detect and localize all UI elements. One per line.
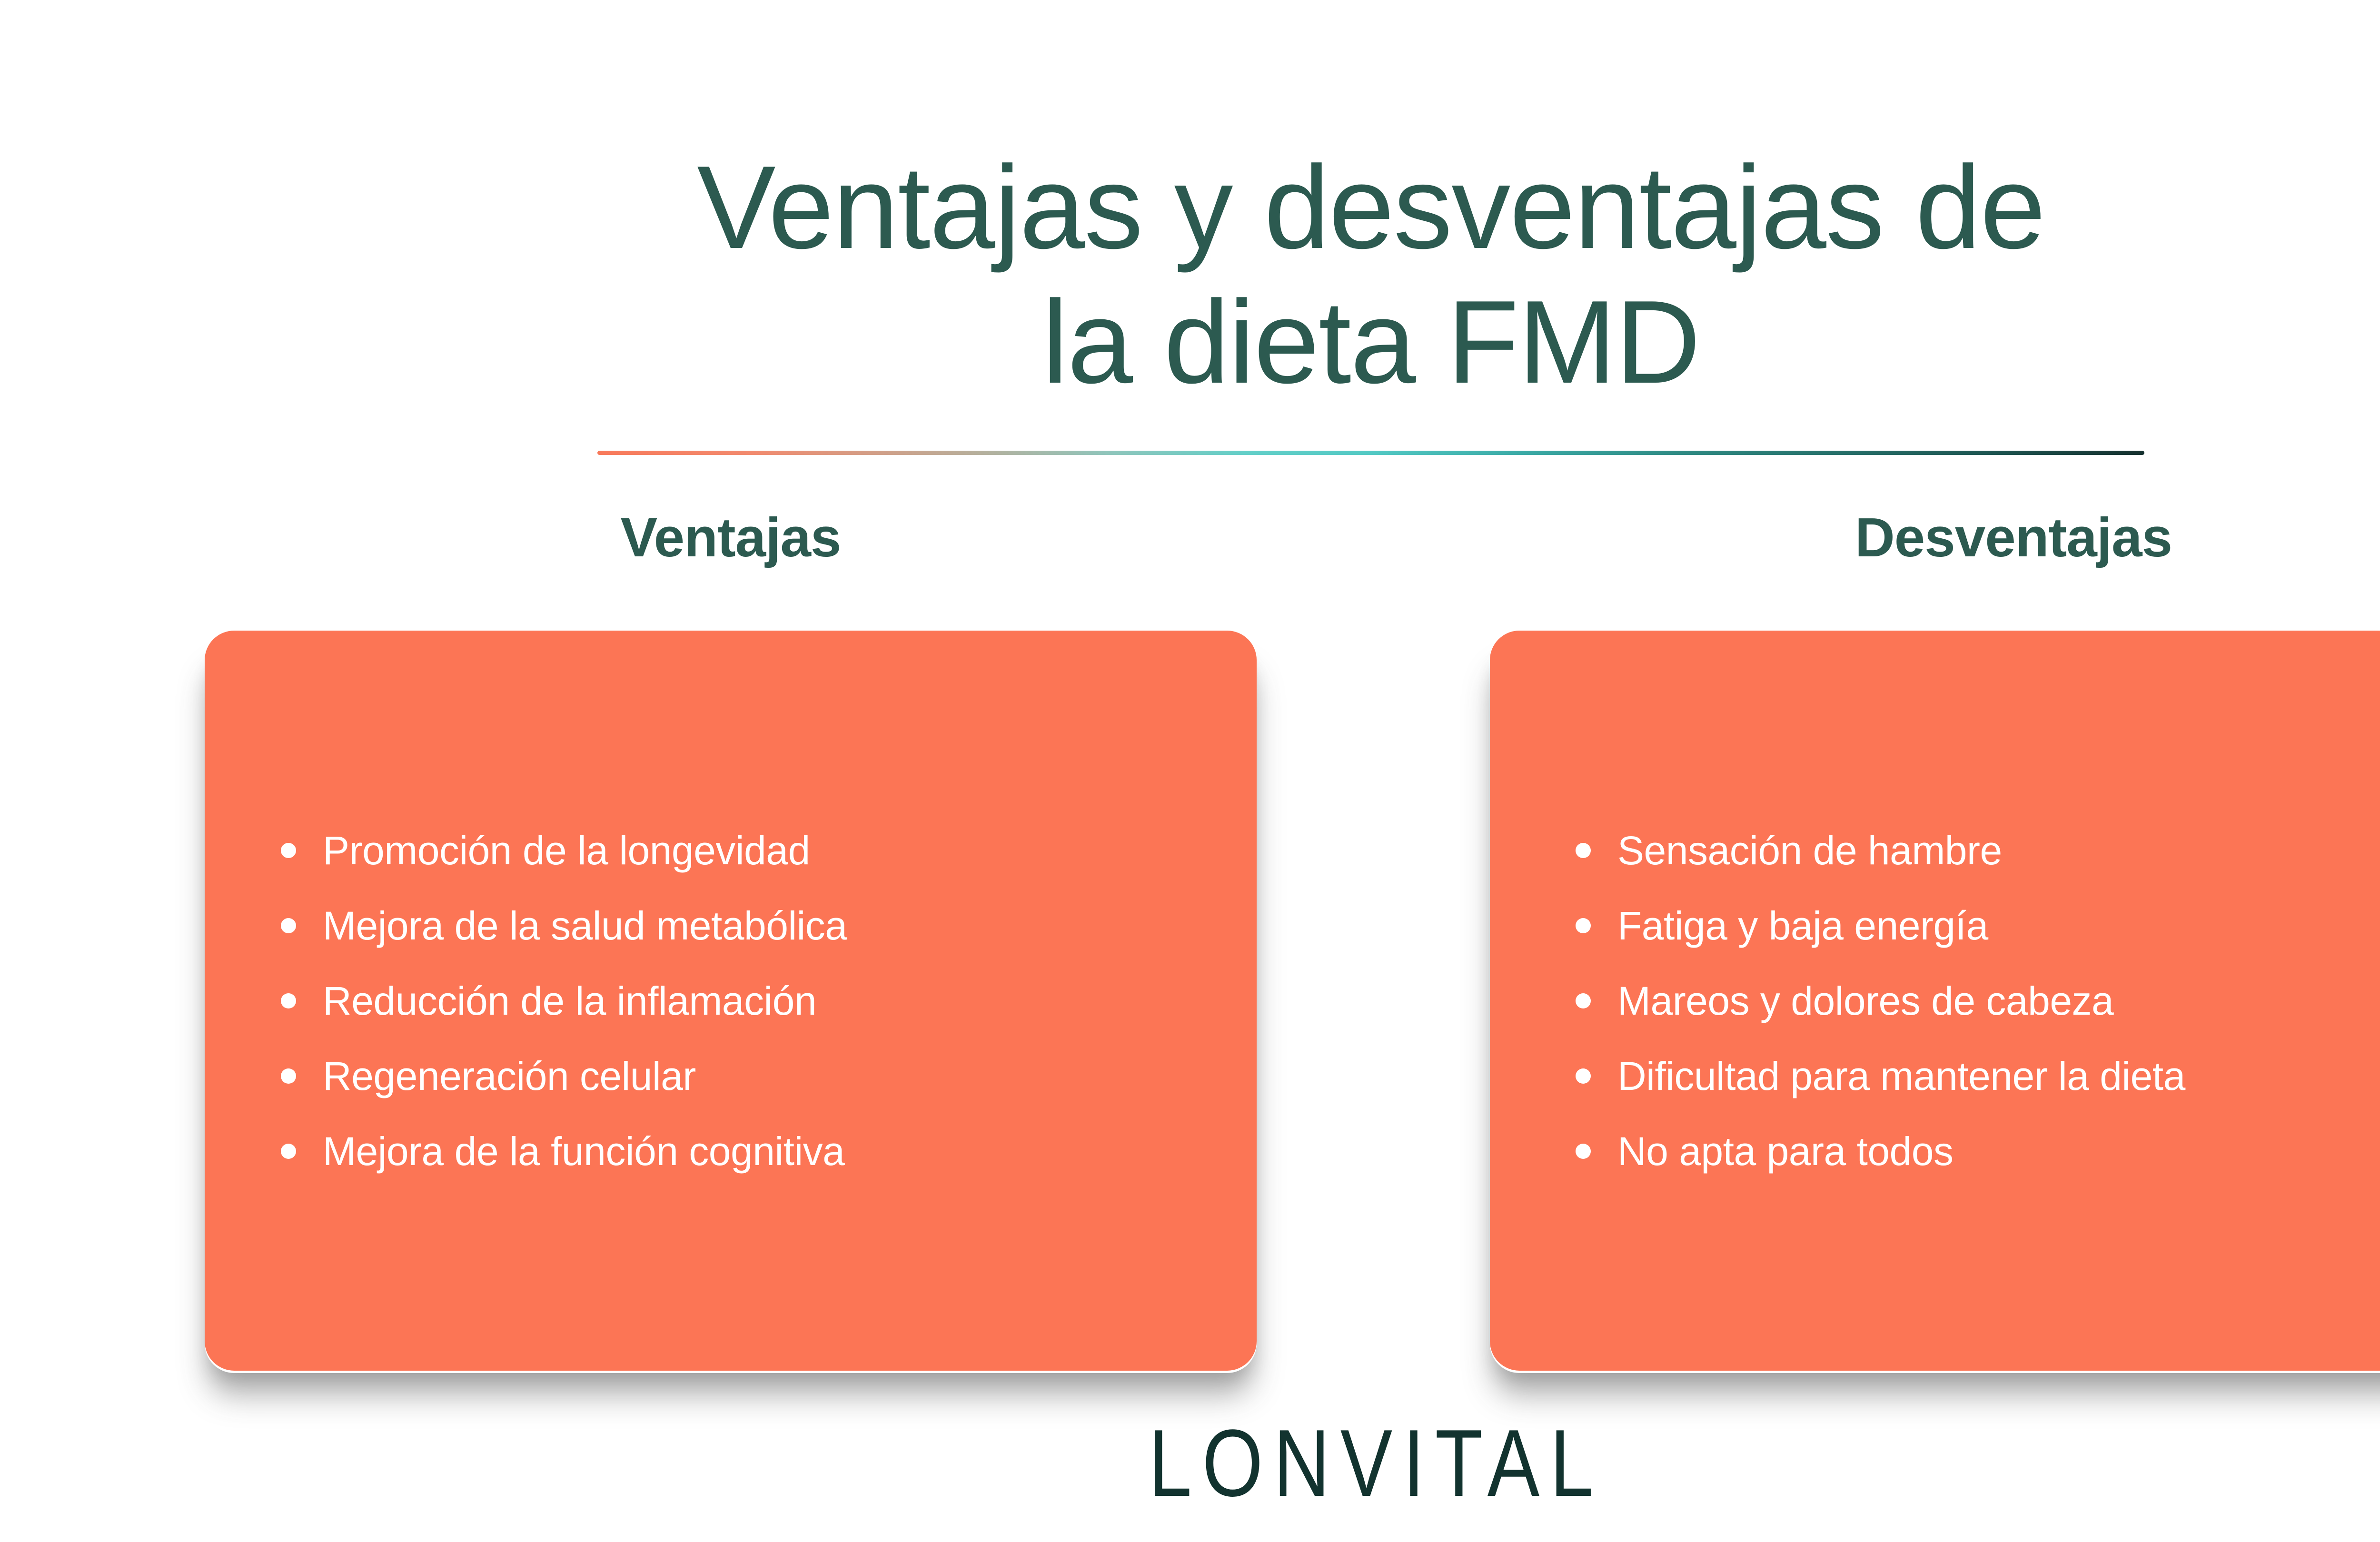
bullet-dot-icon xyxy=(1576,1143,1591,1159)
list-item-label: Dificultad para mantener la dieta xyxy=(1617,1053,2185,1098)
list-item-label: Promoción de la longevidad xyxy=(323,828,810,873)
list-item-label: Sensación de hambre xyxy=(1617,828,2002,873)
bullet-dot-icon xyxy=(1576,842,1591,858)
list-item: Mareos y dolores de cabeza xyxy=(1576,981,2380,1021)
bullet-dot-icon xyxy=(281,842,296,858)
list-item: Reducción de la inflamación xyxy=(281,981,1219,1021)
list-item: Regeneración celular xyxy=(281,1056,1219,1096)
bullet-dot-icon xyxy=(1576,1068,1591,1084)
list-item: Mejora de la salud metabólica xyxy=(281,906,1219,946)
list-item: Fatiga y baja energía xyxy=(1576,906,2380,946)
list-item-label: Reducción de la inflamación xyxy=(323,978,817,1023)
column-heading-ventajas: Ventajas xyxy=(620,506,842,568)
gradient-divider xyxy=(597,451,2144,455)
card-desventajas: Sensación de hambre Fatiga y baja energí… xyxy=(1490,631,2380,1371)
list-item: Promoción de la longevidad xyxy=(281,830,1219,870)
bullet-dot-icon xyxy=(281,1068,296,1084)
list-item: Mejora de la función cognitiva xyxy=(281,1131,1219,1171)
page-title-line-2: la dieta FMD xyxy=(1042,275,1701,408)
card-ventajas: Promoción de la longevidad Mejora de la … xyxy=(205,631,1257,1371)
list-item-label: Mareos y dolores de cabeza xyxy=(1617,978,2114,1023)
list-item-label: No apta para todos xyxy=(1617,1128,1954,1174)
list-item: No apta para todos xyxy=(1576,1131,2380,1171)
list-item-label: Mejora de la salud metabólica xyxy=(323,903,847,948)
bullet-dot-icon xyxy=(1576,918,1591,933)
bullet-list-desventajas: Sensación de hambre Fatiga y baja energí… xyxy=(1490,631,2380,1371)
list-item-label: Fatiga y baja energía xyxy=(1617,903,1988,948)
page-title: Ventajas y desventajas de la dieta FMD xyxy=(0,140,2380,409)
bullet-dot-icon xyxy=(281,918,296,933)
list-item-label: Regeneración celular xyxy=(323,1053,696,1098)
page-title-line-1: Ventajas y desventajas de xyxy=(697,141,2046,274)
list-item: Dificultad para mantener la dieta xyxy=(1576,1056,2380,1096)
bullet-dot-icon xyxy=(281,993,296,1008)
brand-logo: LONVITAL xyxy=(1148,1410,1604,1516)
list-item-label: Mejora de la función cognitiva xyxy=(323,1128,845,1174)
column-heading-desventajas: Desventajas xyxy=(1854,506,2172,568)
bullet-list-ventajas: Promoción de la longevidad Mejora de la … xyxy=(205,631,1257,1371)
bullet-dot-icon xyxy=(1576,993,1591,1008)
list-item: Sensación de hambre xyxy=(1576,830,2380,870)
bullet-dot-icon xyxy=(281,1143,296,1159)
